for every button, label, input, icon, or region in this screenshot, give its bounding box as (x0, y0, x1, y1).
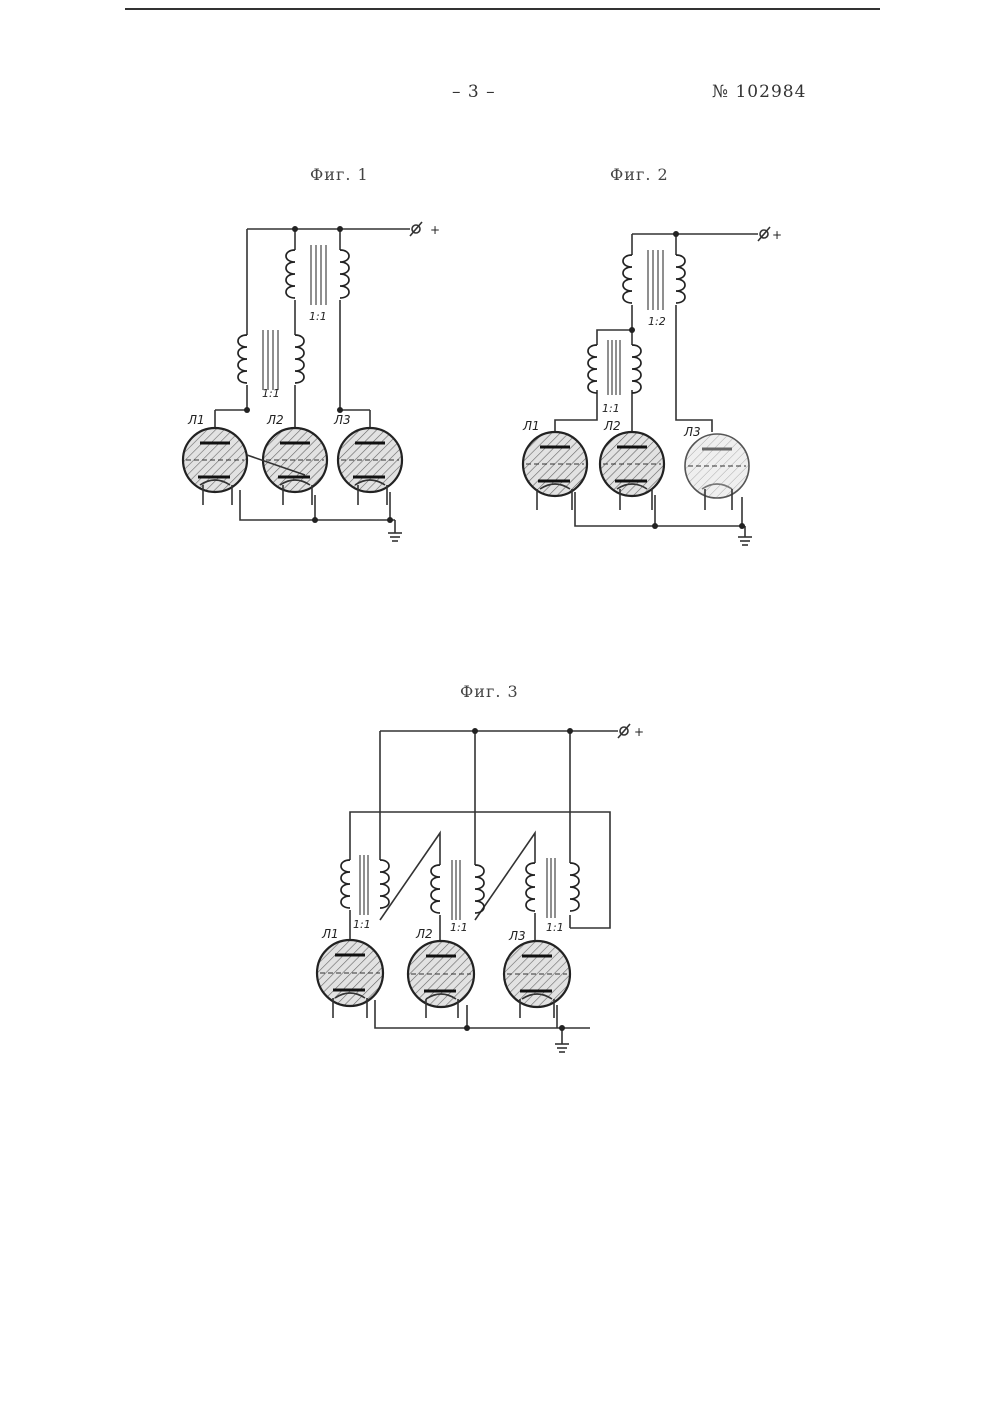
fig1-tube-label-3: Л3 (333, 413, 351, 427)
figure-2-diagram: + 1:2 1:1 Л1 (505, 215, 805, 555)
fig3-ratio-1: 1:1 (353, 918, 371, 931)
fig1-tube-3: Л3 (333, 413, 402, 505)
fig2-tube-3: Л3 (683, 425, 749, 510)
fig3-wires (350, 731, 618, 1052)
fig1-terminal: + (410, 222, 440, 237)
document-number: № 102984 (712, 82, 806, 102)
fig2-terminal: + (758, 227, 782, 242)
fig3-transformer-1: 1:1 (341, 855, 389, 931)
fig2-plus-label: + (772, 228, 782, 242)
fig2-tube-label-1: Л1 (522, 419, 540, 433)
figure-3-caption: Фиг. 3 (460, 682, 519, 701)
fig1-tube-label-2: Л2 (266, 413, 284, 427)
fig2-tube-label-2: Л2 (603, 419, 621, 433)
fig3-tube-1: Л1 (317, 927, 383, 1018)
fig1-tube-label-1: Л1 (187, 413, 205, 427)
fig3-tube-2: Л2 (408, 927, 474, 1018)
fig2-tube-1: Л1 (522, 419, 587, 510)
fig1-ratio-lower: 1:1 (262, 387, 280, 400)
fig3-tube-label-2: Л2 (415, 927, 433, 941)
fig1-ratio-upper: 1:1 (309, 310, 327, 323)
page-number: – 3 – (452, 82, 496, 102)
figure-3-diagram: + 1:1 1:1 1:1 Л1 (300, 715, 660, 1075)
fig2-ratio-upper: 1:2 (648, 315, 666, 328)
fig3-ratio-2: 1:1 (450, 921, 468, 934)
fig1-tube-2: Л2 (247, 413, 327, 505)
fig1-plus-label: + (430, 223, 440, 237)
figure-2-caption: Фиг. 2 (610, 165, 669, 184)
fig2-transformer-lower: 1:1 (588, 340, 641, 415)
fig3-tube-3: Л3 (504, 929, 570, 1018)
fig2-ratio-lower: 1:1 (602, 402, 620, 415)
fig3-transformer-3: 1:1 (526, 858, 579, 934)
fig3-ratio-3: 1:1 (546, 921, 564, 934)
fig3-plus-label: + (634, 725, 644, 739)
fig3-tube-label-3: Л3 (508, 929, 526, 943)
fig2-tube-label-3: Л3 (683, 425, 701, 439)
fig3-transformer-2: 1:1 (431, 860, 484, 934)
fig2-wires (555, 234, 758, 545)
fig1-transformer-lower: 1:1 (238, 330, 304, 400)
top-rule (125, 8, 880, 10)
figure-1-diagram: + 1:1 1:1 Л1 (170, 215, 470, 555)
fig3-terminal: + (618, 724, 644, 739)
figure-1-caption: Фиг. 1 (310, 165, 369, 184)
fig3-tube-label-1: Л1 (321, 927, 339, 941)
